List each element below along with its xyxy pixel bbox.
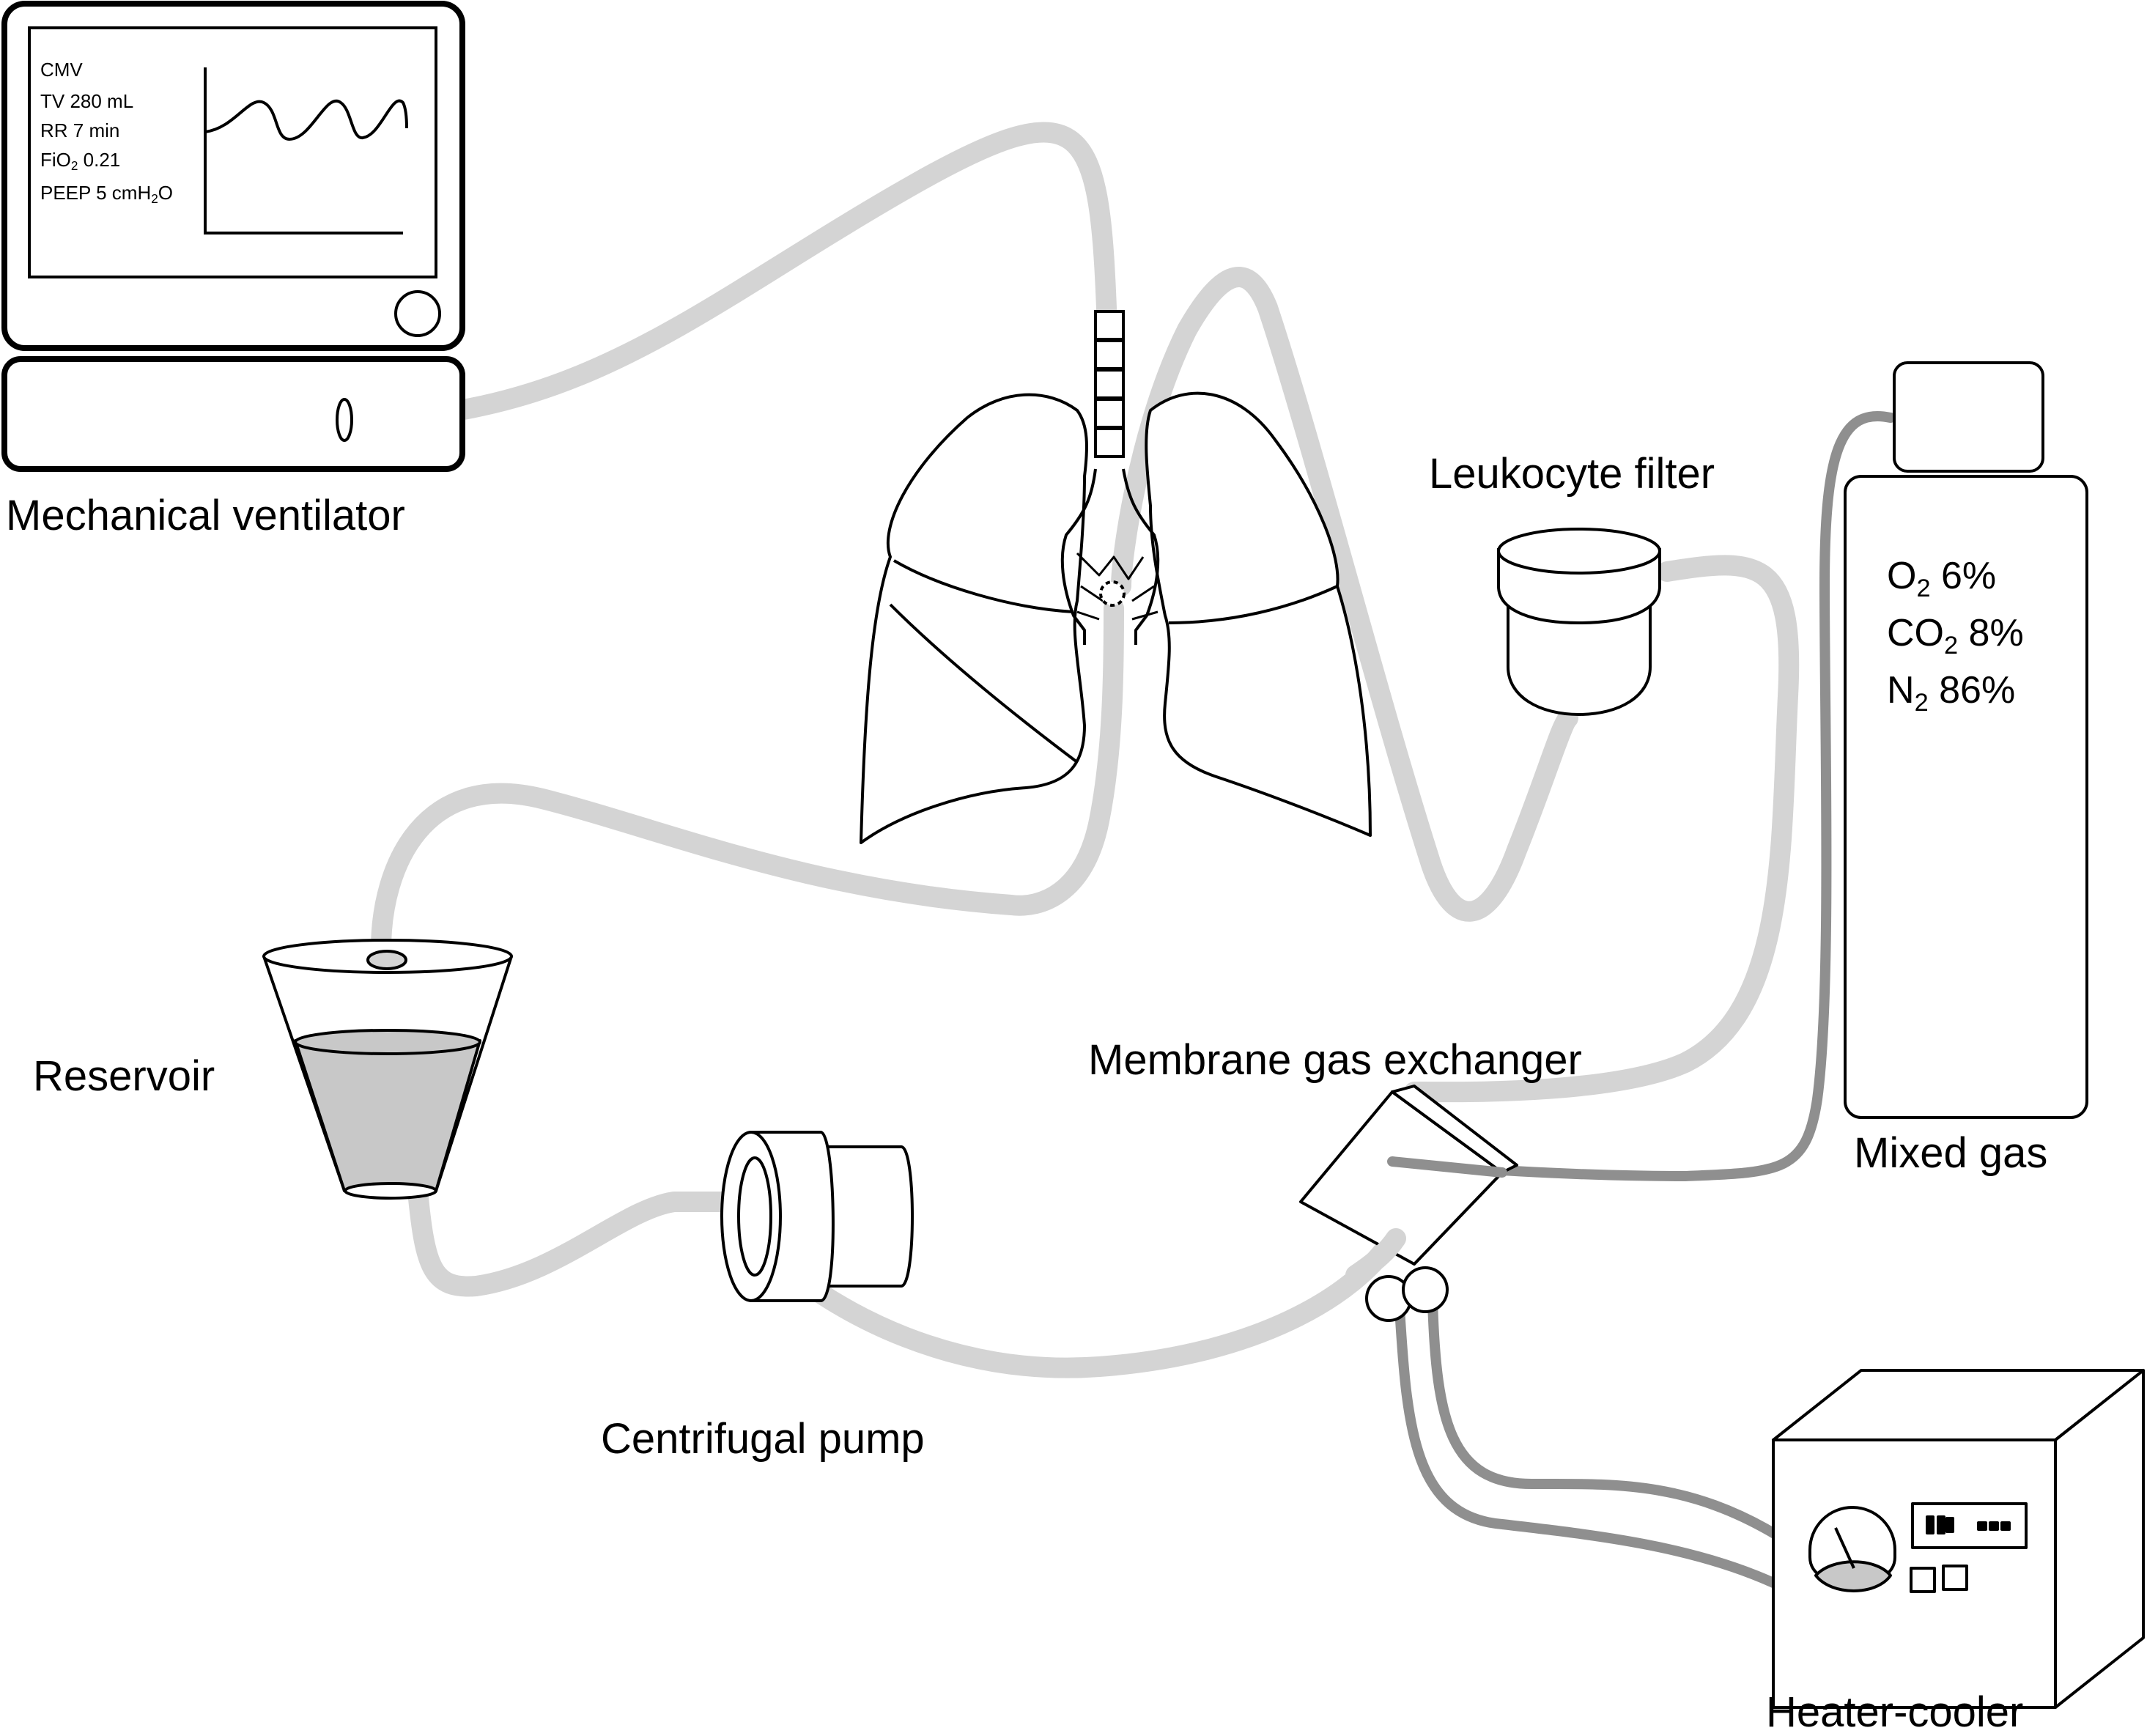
exchanger-water-port <box>1402 1266 1449 1313</box>
bronchi <box>1060 468 1160 645</box>
ventilator-axes <box>204 67 403 234</box>
reservoir <box>262 939 513 1200</box>
heater-button[interactable] <box>1910 1567 1936 1593</box>
trachea <box>1094 310 1125 458</box>
pulmonary-artery-tube <box>1111 267 1578 922</box>
peep-suffix: O <box>158 182 174 204</box>
label-reservoir: Reservoir <box>33 1052 215 1100</box>
heater-water-line-upper <box>1427 1296 1782 1540</box>
fio2-subscript: 2 <box>70 158 78 174</box>
trachea-ring <box>1094 369 1125 399</box>
bronchi-hatch <box>1076 552 1159 621</box>
heater-display-digit <box>1937 1515 1945 1534</box>
peep-subscript: 2 <box>151 191 158 207</box>
o2-prefix: O <box>1887 555 1917 597</box>
label-leukocyte-filter: Leukocyte filter <box>1429 450 1715 498</box>
trachea-ring <box>1094 339 1125 370</box>
co2-value: 8% <box>1958 612 2024 654</box>
reservoir-inlet <box>366 950 407 970</box>
heater-button[interactable] <box>1942 1565 1968 1591</box>
exchanger-gas-inlet <box>1387 1156 1507 1178</box>
reservoir-fluid <box>294 1039 481 1192</box>
ventilator-peep: PEEP 5 cmH2O <box>40 182 174 205</box>
label-heater-cooler: Heater-cooler <box>1766 1688 2024 1736</box>
o2-subscript: 2 <box>1916 574 1931 602</box>
ventilator-tube <box>334 122 1117 430</box>
co2-subscript: 2 <box>1944 631 1959 660</box>
reservoir-fluid-surface <box>294 1029 481 1055</box>
o2-value: 6% <box>1930 555 1997 597</box>
ventilator-knob[interactable] <box>394 290 441 337</box>
gas-supply-line <box>1387 411 1896 1181</box>
heater-water-line-lower <box>1394 1303 1778 1588</box>
n2-value: 86% <box>1928 669 2016 712</box>
exchanger-blood-inlet <box>1345 1228 1406 1285</box>
heater-display-digit <box>1945 1517 1954 1533</box>
fio2-value: 0.21 <box>78 149 121 171</box>
label-membrane-gas-exchanger: Membrane gas exchanger <box>1088 1036 1582 1084</box>
right-lung-fissure <box>1168 585 1338 624</box>
gas-cylinder-valve[interactable] <box>1893 361 2044 473</box>
gas-co2: CO2 8% <box>1887 612 2024 658</box>
left-lung-fissure <box>893 559 1074 613</box>
label-mechanical-ventilator: Mechanical ventilator <box>6 492 405 539</box>
membrane-gas-exchanger <box>1299 1085 1518 1322</box>
heater-display-dot <box>2000 1521 2011 1531</box>
pulmonary-vein-return-tube <box>371 598 1124 959</box>
filter-to-exchanger-tube <box>1404 555 1800 1103</box>
ventilator-mode: CMV <box>40 59 83 81</box>
left-lung-fissure <box>889 603 1079 764</box>
fio2-prefix: FiO <box>40 149 71 171</box>
heater-gauge-fill <box>1814 1560 1892 1592</box>
pump-to-exchanger-tube <box>766 1228 1403 1378</box>
heater-gauge-needle <box>1834 1527 1855 1569</box>
mechanical-ventilator <box>1 1 465 472</box>
co2-prefix: CO <box>1887 612 1944 654</box>
pulmonary-artery-cannula <box>1099 580 1126 607</box>
gas-cylinder-body <box>1844 475 2088 1119</box>
trachea-ring <box>1094 398 1125 429</box>
leukocyte-filter <box>1497 528 1661 717</box>
ventilator-respiratory-rate: RR 7 min <box>40 119 120 141</box>
label-centrifugal-pump: Centrifugal pump <box>601 1415 925 1463</box>
pump-inlet <box>737 1156 772 1277</box>
peep-prefix: PEEP 5 cmH <box>40 182 152 204</box>
reservoir-outlet <box>344 1182 437 1200</box>
n2-prefix: N <box>1887 669 1915 712</box>
reservoir-to-pump-tube <box>407 1181 758 1297</box>
ventilator-base <box>1 356 465 472</box>
label-mixed-gas: Mixed gas <box>1854 1129 2048 1177</box>
n2-subscript: 2 <box>1914 688 1929 717</box>
ventilator-port <box>336 398 353 442</box>
trachea-ring <box>1094 427 1125 458</box>
mixed-gas-cylinder <box>1844 361 2088 1119</box>
exchanger-top <box>1391 1085 1518 1174</box>
lungs <box>860 391 1372 844</box>
ventilator-fio2: FiO2 0.21 <box>40 149 121 172</box>
trachea-ring <box>1094 310 1125 341</box>
pump-motor <box>819 1145 914 1288</box>
ventilator-waveform <box>204 99 408 141</box>
heater-display-dot <box>1977 1521 1987 1531</box>
heater-display-digit <box>1926 1515 1934 1534</box>
gas-n2: N2 86% <box>1887 669 2016 715</box>
heater-cooler <box>1772 1369 2145 1709</box>
filter-cap-top <box>1497 528 1661 575</box>
ventilator-screen <box>28 26 437 278</box>
left-lung <box>860 393 1088 844</box>
heater-display-dot <box>1989 1521 1999 1531</box>
gas-o2: O2 6% <box>1887 555 1997 601</box>
ventilator-tidal-volume: TV 280 mL <box>40 90 134 112</box>
centrifugal-pump <box>720 1131 914 1302</box>
